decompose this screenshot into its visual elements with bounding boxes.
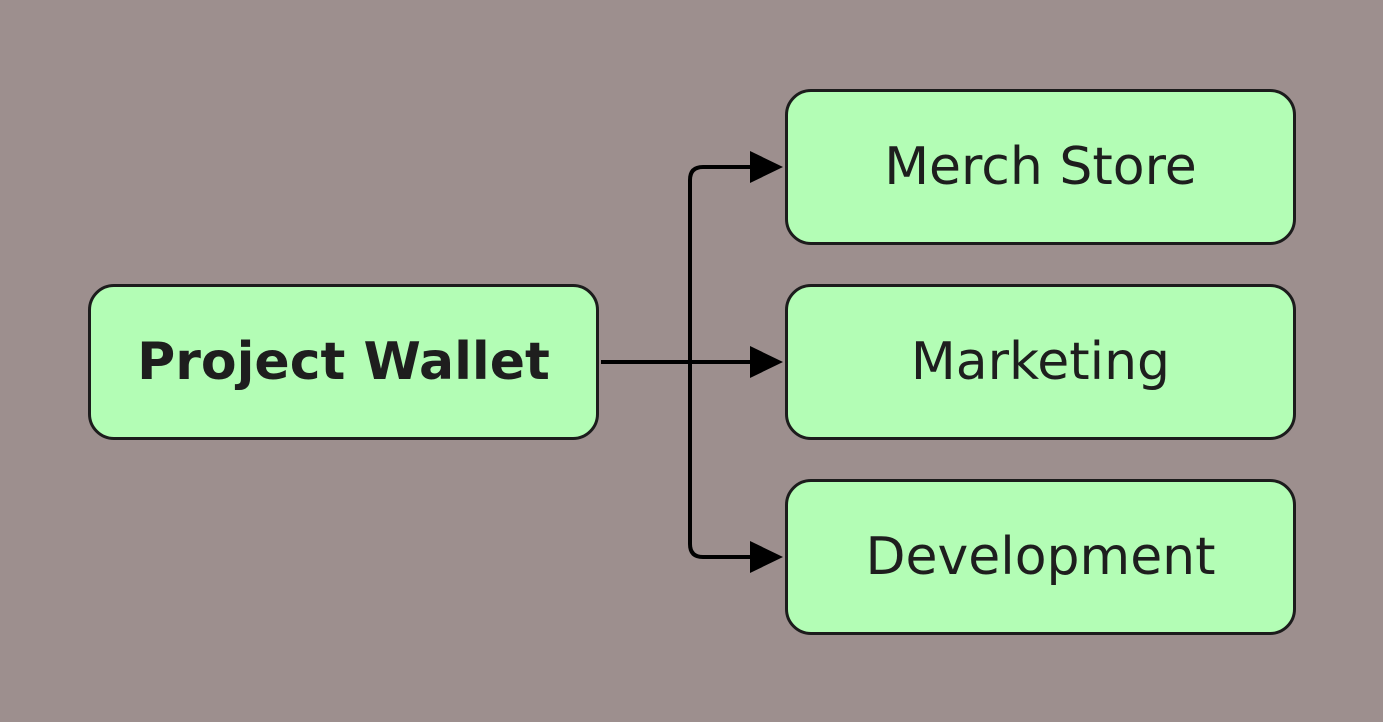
node-merch-store-label: Merch Store [884, 137, 1197, 197]
node-project-wallet[interactable]: Project Wallet [88, 284, 599, 440]
node-merch-store[interactable]: Merch Store [785, 89, 1296, 245]
arrowhead-merch-store [750, 151, 783, 183]
node-marketing[interactable]: Marketing [785, 284, 1296, 440]
connector-to-development [688, 362, 752, 559]
arrowhead-marketing [750, 346, 783, 378]
connector-to-merch-store [688, 165, 752, 362]
arrowhead-development [750, 541, 783, 573]
node-marketing-label: Marketing [910, 332, 1171, 392]
node-development[interactable]: Development [785, 479, 1296, 635]
node-development-label: Development [865, 527, 1216, 587]
node-project-wallet-label: Project Wallet [137, 332, 550, 392]
